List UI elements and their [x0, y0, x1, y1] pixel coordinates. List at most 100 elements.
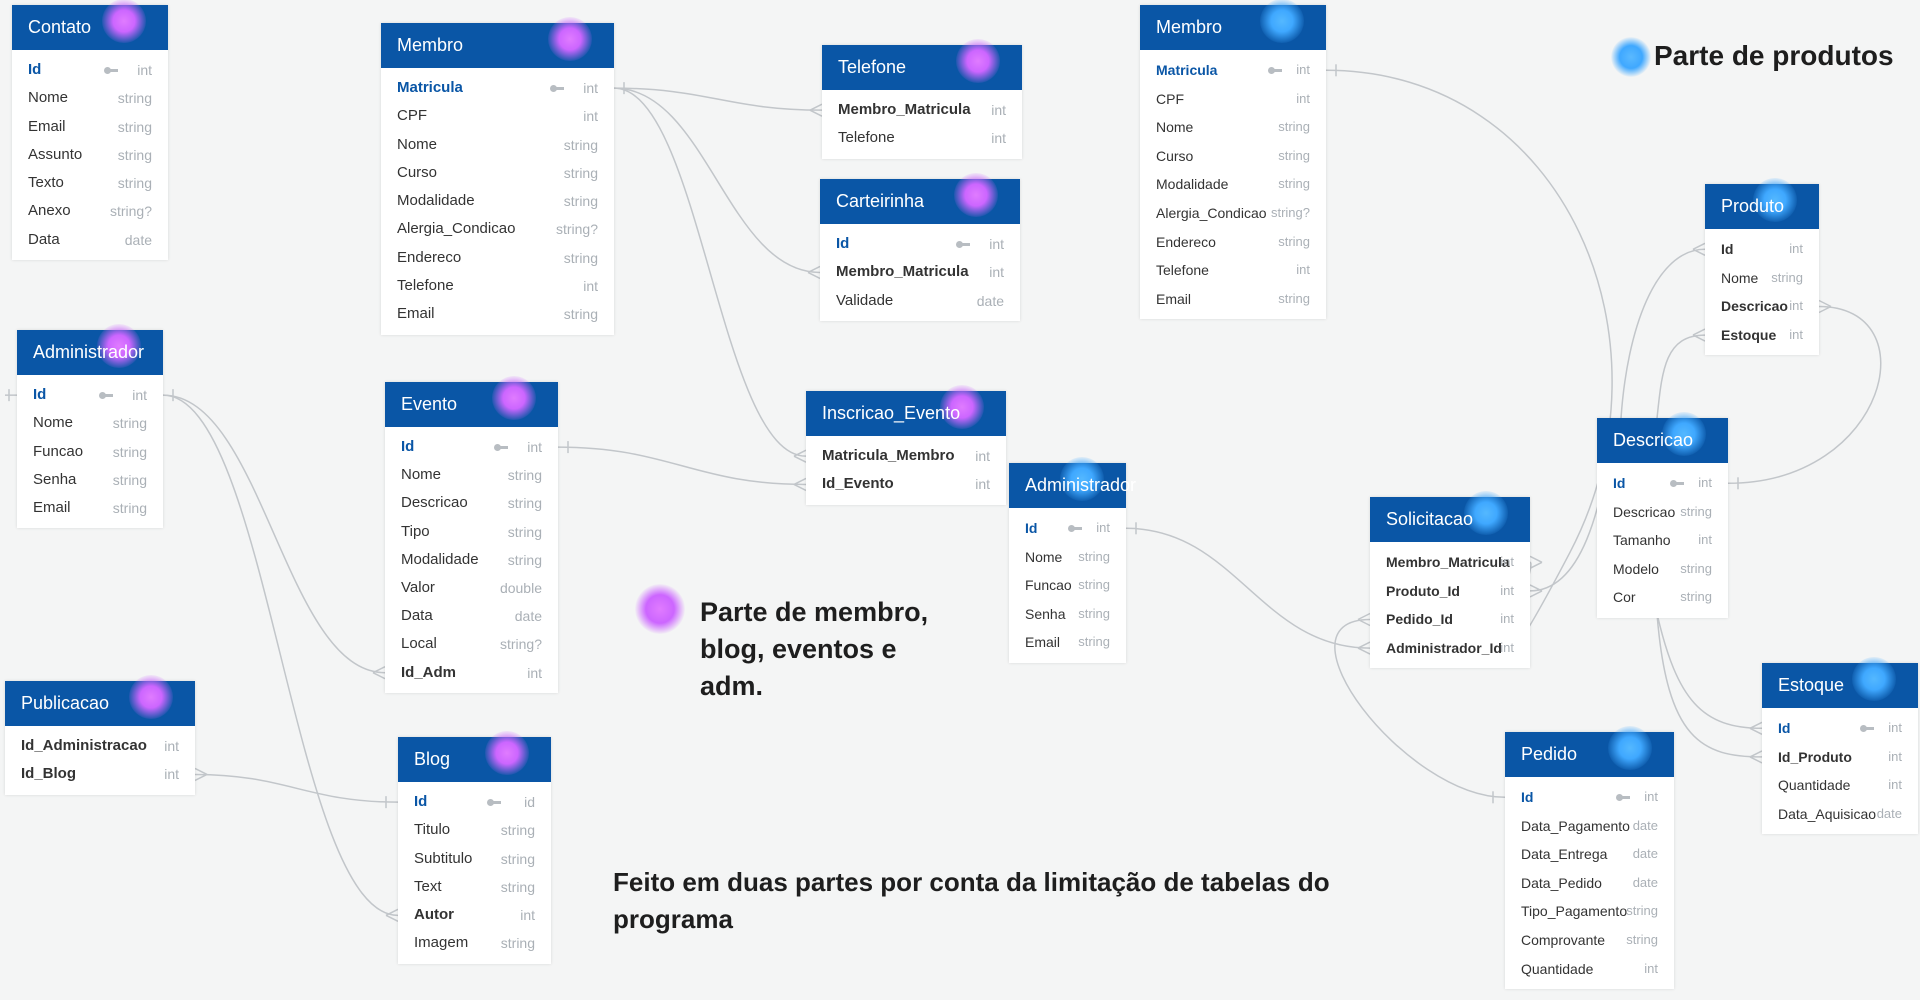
table-header[interactable]: Descricao	[1597, 412, 1728, 463]
table-header[interactable]: Membro	[1140, 0, 1326, 50]
table-header[interactable]: Pedido	[1505, 726, 1674, 777]
table-header[interactable]: Blog	[398, 731, 551, 782]
table-header[interactable]: Produto	[1705, 178, 1819, 229]
table-header[interactable]: Estoque	[1762, 657, 1918, 708]
table-header[interactable]: Publicacao	[5, 675, 195, 726]
table-header[interactable]: Contato	[12, 0, 168, 50]
table-header[interactable]: Administrador	[1009, 457, 1136, 508]
table-header[interactable]: Inscricao_Evento	[806, 385, 1006, 436]
table-header[interactable]: Membro	[381, 17, 614, 68]
table-header[interactable]: Telefone	[822, 39, 1022, 90]
table-header[interactable]: Solicitacao	[1370, 491, 1530, 542]
